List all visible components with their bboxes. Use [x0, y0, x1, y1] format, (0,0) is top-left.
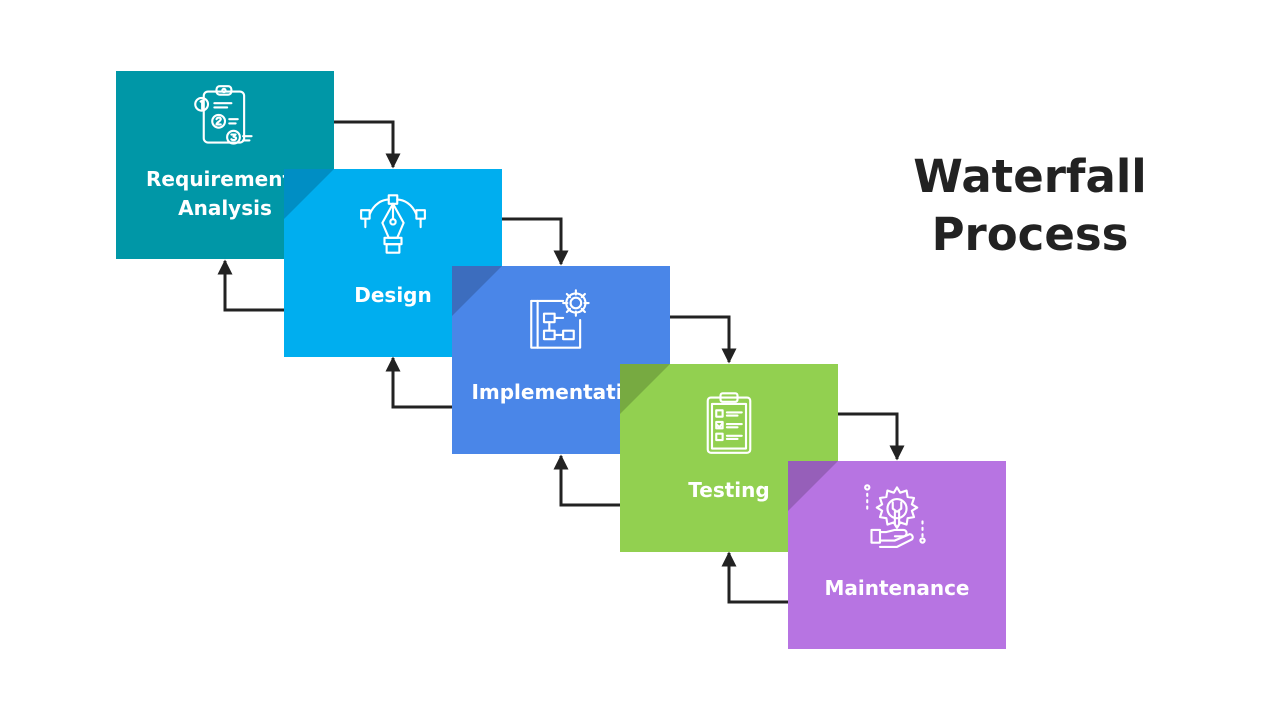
clipboard-check-icon	[695, 389, 763, 457]
feedback-arrow-2	[385, 356, 452, 409]
pen-tool-icon	[359, 191, 427, 259]
step-label-line-2: Analysis	[178, 196, 272, 220]
feedback-arrow-1	[217, 259, 284, 312]
step-implementation: Implementation	[452, 266, 670, 454]
feedback-arrow-4	[721, 551, 788, 604]
forward-arrow-2	[502, 217, 569, 266]
fold-shadow	[620, 364, 670, 414]
forward-arrow-1	[334, 120, 401, 169]
step-label: Testing	[688, 478, 770, 502]
title-line-2: Process	[931, 208, 1129, 261]
fold-shadow	[284, 169, 334, 219]
forward-arrow-4	[838, 412, 905, 461]
fold-shadow	[452, 266, 502, 316]
forward-arrow-3	[670, 315, 737, 364]
checklist-numbered-icon	[191, 83, 259, 151]
fold-shadow	[788, 461, 838, 511]
gear-wrench-icon	[863, 481, 931, 549]
step-label-line-1: Requirements	[146, 167, 304, 191]
feedback-arrow-3	[553, 454, 620, 507]
blueprint-gear-icon	[527, 286, 595, 354]
step-requirements-analysis: Requirements Analysis	[116, 71, 334, 259]
step-maintenance: Maintenance	[788, 461, 1006, 649]
step-label: Requirements Analysis	[116, 165, 334, 223]
step-label: Design	[354, 283, 432, 307]
title-line-1: Waterfall	[913, 150, 1147, 203]
step-label: Maintenance	[824, 576, 970, 600]
page-title: Waterfall Process	[880, 148, 1180, 264]
